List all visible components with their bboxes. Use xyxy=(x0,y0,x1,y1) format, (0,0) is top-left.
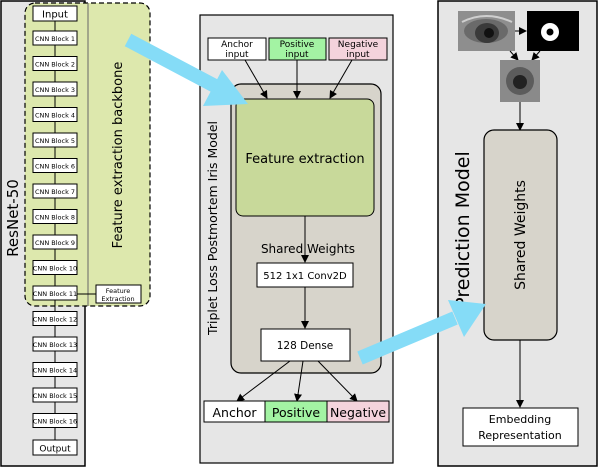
conv-layer-label: 512 1x1 Conv2D xyxy=(263,271,347,282)
cnn-block-label: CNN Block 8 xyxy=(35,214,75,222)
embedding-box xyxy=(462,407,579,447)
conv-layer-box xyxy=(256,262,354,288)
cnn-block-label: CNN Block 7 xyxy=(35,188,75,196)
dense-to-negative-arrow xyxy=(317,360,358,402)
feature-extraction-tag-line1: Feature xyxy=(106,287,131,295)
iris-mask-icon xyxy=(527,11,579,51)
cnn-block-label: CNN Block 3 xyxy=(35,86,75,94)
cnn-block-label: CNN Block 13 xyxy=(33,341,77,349)
cropped-iris-icon xyxy=(500,60,540,102)
dense-to-prediction-arrow xyxy=(357,300,486,365)
dense-layer-label: 128 Dense xyxy=(277,340,334,352)
negative-arrow xyxy=(329,59,353,99)
negative-input-label-2: input xyxy=(346,50,370,60)
anchor-output-label: Anchor xyxy=(212,405,257,420)
cnn-block-label: CNN Block 10 xyxy=(33,265,77,273)
backbone-label: Feature extraction backbone xyxy=(111,62,126,249)
cnn-block-label: CNN Block 5 xyxy=(35,137,75,145)
triplet-shared-weights-label: Shared Weights xyxy=(261,242,355,256)
anchor-arrow xyxy=(244,59,268,99)
prediction-title: Prediction Model xyxy=(452,151,474,308)
positive-input-label-1: Positive xyxy=(280,40,315,50)
cnn-block-label: CNN Block 6 xyxy=(35,163,75,171)
cnn-block-stack: CNN Block 1 CNN Block 2 CNN Block 3 CNN Blo… xyxy=(32,21,78,440)
cnn-block-label: CNN Block 16 xyxy=(33,418,77,426)
anchor-input-box xyxy=(207,37,267,61)
negative-output-box xyxy=(326,400,390,423)
cnn-block-label: CNN Block 1 xyxy=(35,35,75,43)
mask-to-crop-arrow xyxy=(531,50,541,61)
resnet-output-box xyxy=(32,439,78,456)
cnn-block-label: CNN Block 4 xyxy=(35,112,75,120)
resnet-output-label: Output xyxy=(39,445,71,455)
embedding-label-1: Embedding xyxy=(489,413,551,426)
cnn-block-label: CNN Block 2 xyxy=(35,61,75,69)
positive-input-label-2: input xyxy=(285,50,309,60)
cnn-block-label: CNN Block 9 xyxy=(35,239,75,247)
cnn-block-label: CNN Block 14 xyxy=(33,367,77,375)
resnet-title: ResNet-50 xyxy=(4,179,22,257)
anchor-input-label-2: input xyxy=(225,50,249,60)
dense-to-positive-arrow xyxy=(294,360,304,402)
feature-extraction-tag-line2: Extraction xyxy=(101,295,134,303)
eye-image-icon xyxy=(458,11,515,51)
embedding-label-2: Representation xyxy=(478,429,562,442)
cnn-block-label: CNN Block 15 xyxy=(33,392,77,400)
cnn-block-label: CNN Block 11 xyxy=(33,290,77,298)
negative-input-box xyxy=(328,37,388,61)
feature-extraction-label: Feature extraction xyxy=(245,152,364,167)
positive-output-label: Positive xyxy=(272,405,320,420)
cnn-block-label: CNN Block 12 xyxy=(33,316,77,324)
negative-input-label-1: Negative xyxy=(338,40,379,50)
image-to-crop-arrow xyxy=(509,50,519,61)
prediction-shared-weights-label: Shared Weights xyxy=(513,180,529,290)
anchor-input-label-1: Anchor xyxy=(221,40,253,50)
backbone-to-feature-arrow xyxy=(124,33,248,106)
negative-output-label: Negative xyxy=(330,405,386,420)
dense-to-anchor-arrow xyxy=(236,360,291,402)
resnet-input-label: Input xyxy=(42,10,68,21)
dense-layer-box xyxy=(260,328,351,362)
triplet-title: Triplet Loss Postmortem Iris Model xyxy=(205,121,220,336)
